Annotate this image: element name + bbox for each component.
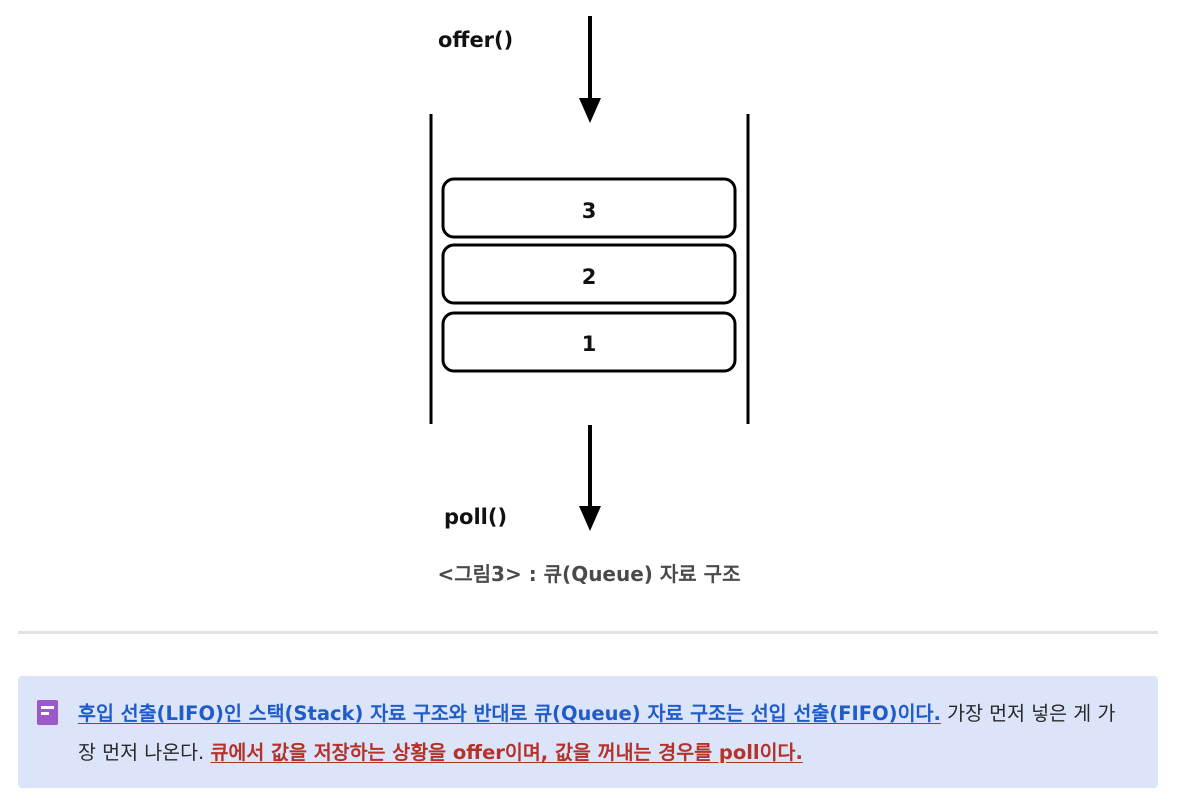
divider (18, 631, 1158, 634)
memo-icon (37, 700, 58, 725)
queue-item-label: 1 (582, 332, 597, 356)
queue-item-label: 2 (582, 265, 597, 289)
callout-highlight-blue: 후입 선출(LIFO)인 스택(Stack) 자료 구조와 반대로 큐(Queu… (78, 702, 941, 725)
offer-label: offer() (438, 28, 513, 52)
figure-caption: <그림3> : 큐(Queue) 자료 구조 (437, 562, 741, 586)
queue-diagram: offer() 3 2 1 poll() (429, 16, 750, 531)
queue-item: 1 (441, 311, 737, 373)
queue-item: 2 (441, 243, 737, 305)
poll-arrow (579, 425, 601, 531)
offer-arrow (579, 16, 601, 123)
callout-box: 후입 선출(LIFO)인 스택(Stack) 자료 구조와 반대로 큐(Queu… (18, 676, 1158, 788)
callout-highlight-red: 큐에서 값을 저장하는 상황을 offer이며, 값을 꺼내는 경우를 poll… (210, 741, 803, 764)
callout-plain-text: 가장 먼저 넣은 게 가장 먼저 나온다. (78, 702, 1116, 764)
poll-label: poll() (444, 505, 507, 529)
queue-item: 3 (441, 177, 737, 239)
queue-item-label: 3 (582, 199, 597, 223)
